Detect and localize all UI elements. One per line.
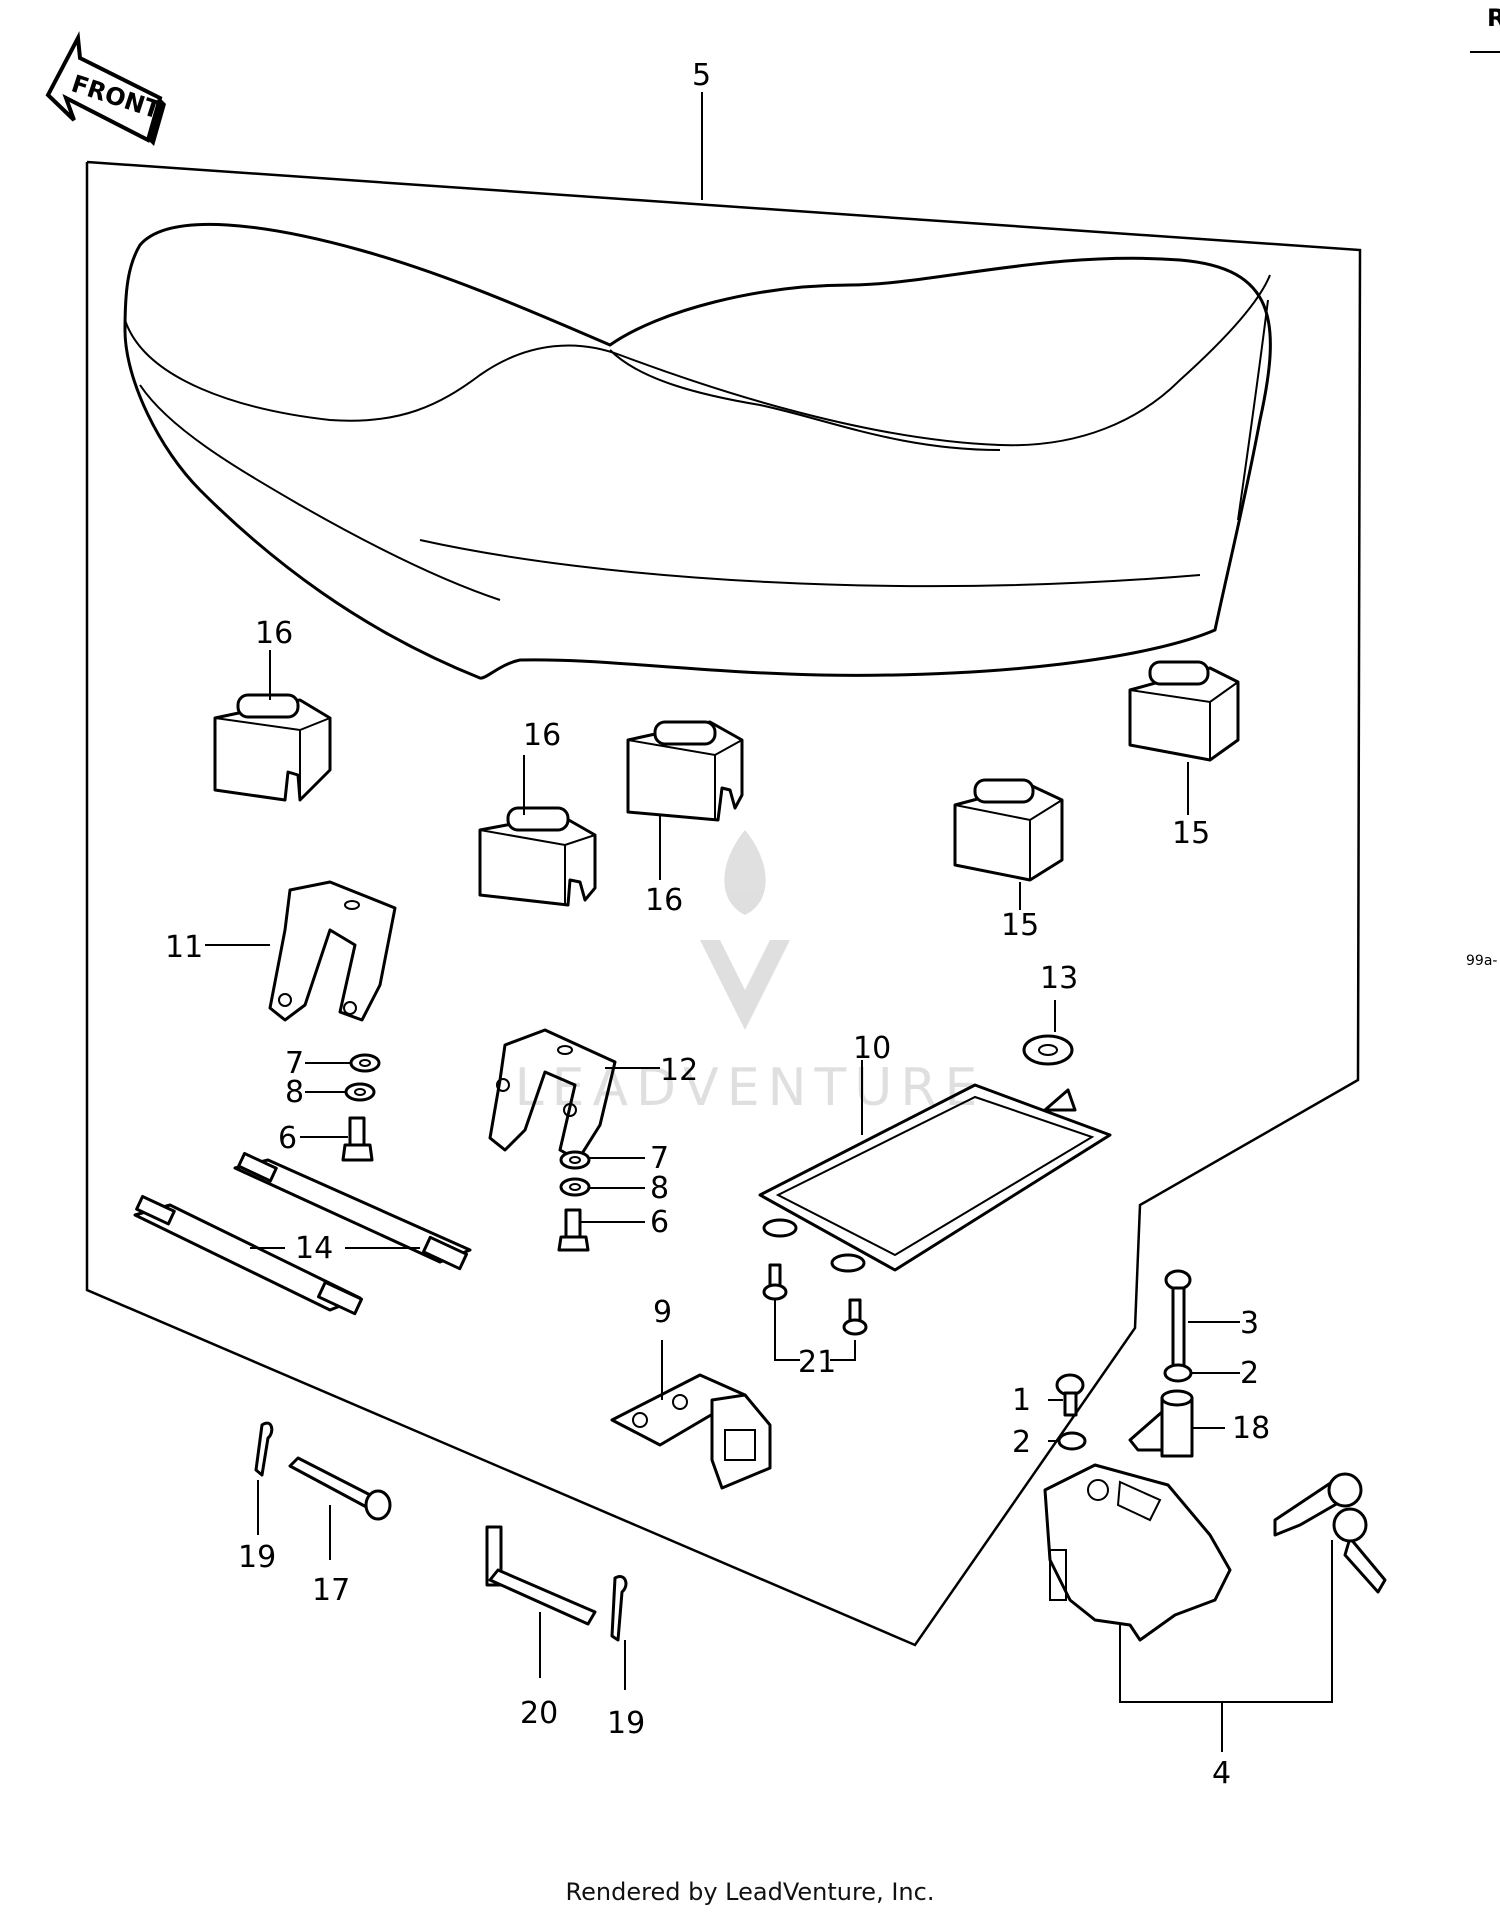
callout-19-a: 19 [238, 1540, 276, 1575]
washer-8-a [344, 1082, 376, 1102]
callout-16-b: 16 [523, 718, 561, 753]
callout-15-b: 15 [1172, 816, 1210, 851]
corner-mark: R [1487, 4, 1500, 32]
collar-18 [1128, 1389, 1194, 1458]
tray-10 [758, 1083, 1112, 1273]
keys-icon [1273, 1472, 1387, 1594]
callout-9: 9 [653, 1295, 672, 1330]
front-arrow-icon: FRONT [45, 31, 166, 146]
svg-text:LEADVENTURE: LEADVENTURE [515, 1058, 986, 1118]
strap-14-a [133, 1194, 364, 1316]
callout-13: 13 [1040, 961, 1078, 996]
callout-14: 14 [295, 1231, 333, 1266]
bolt-6-a [341, 1116, 374, 1162]
seat-lock-4 [1043, 1463, 1232, 1642]
callout-20: 20 [520, 1696, 558, 1731]
cushion-15-a [953, 778, 1064, 882]
bracket-11 [268, 880, 397, 1022]
callout-19-b: 19 [607, 1706, 645, 1741]
callout-2-a: 2 [1240, 1356, 1259, 1391]
callout-2-b: 2 [1012, 1425, 1031, 1460]
cotter-pin-19-a [254, 1421, 274, 1477]
washer-2-a [1163, 1363, 1193, 1383]
footer-credit: Rendered by LeadVenture, Inc. [565, 1878, 935, 1906]
callout-1: 1 [1012, 1383, 1031, 1418]
cushion-16-a [213, 693, 332, 802]
callout-11: 11 [165, 930, 203, 965]
strap-14-b [233, 1151, 472, 1271]
cotter-pin-19-b [610, 1575, 628, 1642]
assembly-outline [85, 160, 1362, 1647]
callout-12: 12 [660, 1053, 698, 1088]
pin-17 [288, 1456, 392, 1521]
bolt-6-b [557, 1208, 590, 1252]
screw-1 [1055, 1373, 1085, 1417]
cushion-15-b [1128, 660, 1240, 762]
bolt-3 [1164, 1269, 1192, 1378]
screw-21-b [842, 1298, 868, 1336]
callout-7-b: 7 [650, 1141, 669, 1176]
side-code: 99a- [1466, 953, 1497, 969]
callout-10: 10 [853, 1031, 891, 1066]
callout-17: 17 [312, 1573, 350, 1608]
seat-drawing [123, 222, 1272, 680]
callout-16-a: 16 [255, 616, 293, 651]
cushion-16-b [478, 806, 597, 907]
bracket-12 [488, 1028, 617, 1162]
callout-6-a: 6 [278, 1121, 297, 1156]
washer-7-a [349, 1053, 381, 1073]
leader-lines [205, 92, 1333, 1752]
callout-18: 18 [1232, 1411, 1270, 1446]
callout-8-b: 8 [650, 1171, 669, 1206]
callout-3: 3 [1240, 1306, 1259, 1341]
leadventure-watermark: LEADVENTURE [515, 830, 986, 1118]
callout-16-c: 16 [645, 883, 683, 918]
pin-20 [485, 1525, 597, 1626]
callout-15-a: 15 [1001, 908, 1039, 943]
callout-8-a: 8 [285, 1075, 304, 1110]
bracket-9 [610, 1373, 772, 1490]
washer-8-b [559, 1177, 591, 1197]
screw-21-a [762, 1263, 788, 1301]
callout-6-b: 6 [650, 1205, 669, 1240]
grommet-13 [1022, 1034, 1074, 1066]
washer-2-b [1057, 1431, 1087, 1451]
callout-7-a: 7 [285, 1046, 304, 1081]
callout-5: 5 [692, 58, 711, 93]
cushion-16-c [626, 720, 744, 822]
washer-7-b [559, 1150, 591, 1170]
callout-21: 21 [798, 1345, 836, 1380]
callout-4: 4 [1212, 1756, 1231, 1791]
